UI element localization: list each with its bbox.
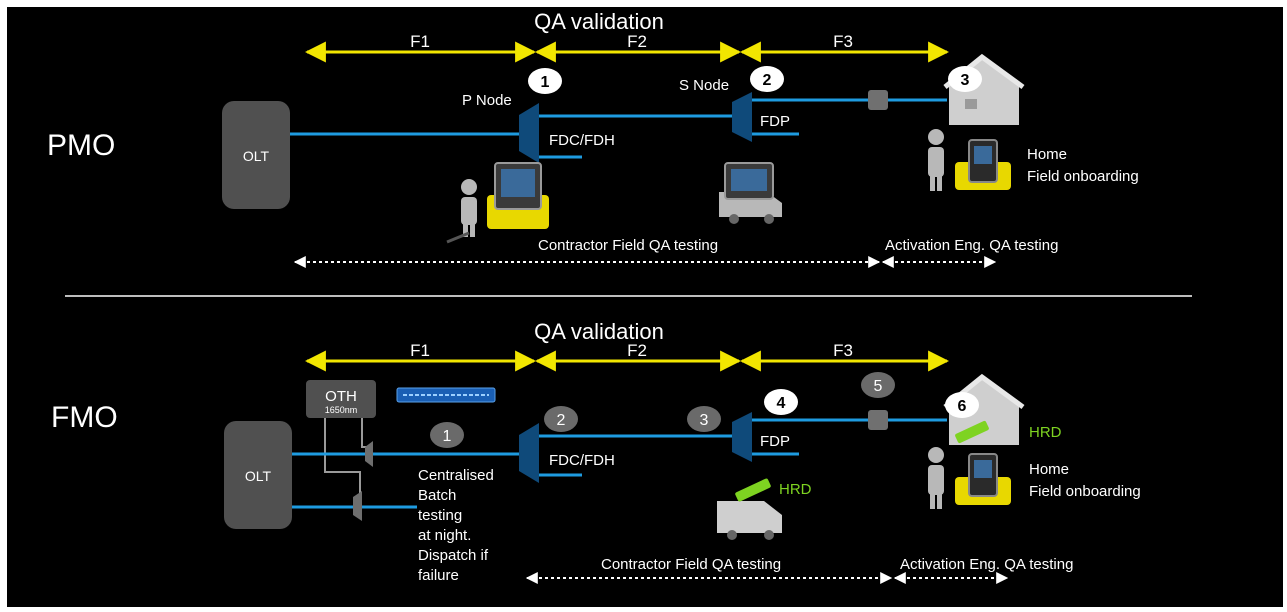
pmo-olt-label: OLT <box>243 148 270 164</box>
svg-text:Centralised: Centralised <box>418 467 494 484</box>
pmo-contractor-label: Contractor Field QA testing <box>538 237 718 254</box>
fmo-coupler-1 <box>365 441 373 467</box>
pmo-f3-label: F3 <box>833 32 853 51</box>
person-icon <box>928 447 944 509</box>
pmo-s-node-label: S Node <box>679 77 729 94</box>
fmo-centralised-note: Centralised Batch testing at night. Disp… <box>418 467 494 584</box>
svg-text:4: 4 <box>777 395 786 412</box>
hrd-device-icon <box>955 420 989 444</box>
fmo-qa-header: QA validation <box>534 319 664 344</box>
pmo-field-onboarding-label: Field onboarding <box>1027 168 1139 185</box>
pmo-fdc-label: FDC/FDH <box>549 132 615 149</box>
svg-text:1: 1 <box>443 428 452 445</box>
fmo-fdc-label: FDC/FDH <box>549 452 615 469</box>
pmo-marker-3 <box>948 66 982 92</box>
fmo-fdp-label: FDP <box>760 433 790 450</box>
pmo-home-label: Home <box>1027 146 1067 163</box>
fmo-coupler-2 <box>353 491 362 521</box>
pmo-qa-header: QA validation <box>534 9 664 34</box>
person-icon <box>446 179 477 244</box>
pmo-marker-1 <box>528 68 562 94</box>
fmo-s-node <box>732 412 752 462</box>
pmo-activation-label: Activation Eng. QA testing <box>885 237 1058 254</box>
svg-text:6: 6 <box>958 398 967 415</box>
svg-text:2: 2 <box>763 72 772 89</box>
pmo-closure <box>868 90 888 110</box>
pmo-fiber-lines <box>290 98 947 159</box>
fmo-oth-label: OTH <box>325 388 357 405</box>
fmo-f1-label: F1 <box>410 341 430 360</box>
pmo-section: PMO QA validation F1 F2 F3 OLT P Node FD… <box>47 9 1139 268</box>
fmo-field-onboarding-label: Field onboarding <box>1029 483 1141 500</box>
fmo-f3-label: F3 <box>833 341 853 360</box>
fmo-olt-label: OLT <box>245 468 272 484</box>
pmo-marker-2 <box>750 66 784 92</box>
svg-text:Dispatch if: Dispatch if <box>418 547 489 564</box>
pmo-olt-box <box>222 101 290 209</box>
fmo-test-leads <box>324 418 367 497</box>
pmo-p-node <box>519 103 539 163</box>
fmo-section: FMO QA validation F1 F2 F3 OLT OTH 1650n… <box>51 319 1141 584</box>
fmo-label: FMO <box>51 401 118 434</box>
fmo-marker-6 <box>945 392 979 418</box>
van-icon <box>717 501 782 540</box>
house-icon <box>943 53 1025 125</box>
svg-text:2: 2 <box>557 412 566 429</box>
test-set-icon <box>955 453 1011 505</box>
fmo-f2-label: F2 <box>627 341 647 360</box>
fmo-marker-2 <box>544 406 578 432</box>
test-set-icon <box>955 139 1011 190</box>
fmo-van-hrd-label: HRD <box>779 481 812 498</box>
fmo-home-hrd-label: HRD <box>1029 424 1062 441</box>
fmo-fiber-lines <box>292 418 947 509</box>
fmo-closure <box>868 410 888 430</box>
fmo-home-label: Home <box>1029 461 1069 478</box>
svg-text:failure: failure <box>418 567 459 584</box>
pmo-f1-label: F1 <box>410 32 430 51</box>
fmo-olt-box <box>224 421 292 529</box>
pmo-p-node-label: P Node <box>462 92 512 109</box>
fmo-p-node <box>519 423 539 483</box>
svg-text:3: 3 <box>700 412 709 429</box>
hrd-device-icon <box>735 478 771 502</box>
fmo-marker-4 <box>764 389 798 415</box>
svg-text:Batch: Batch <box>418 487 456 504</box>
rack-icon <box>396 387 496 403</box>
svg-text:3: 3 <box>961 72 970 89</box>
svg-text:5: 5 <box>874 378 883 395</box>
fmo-contractor-label: Contractor Field QA testing <box>601 556 781 573</box>
svg-text:at night.: at night. <box>418 527 471 544</box>
test-set-icon <box>487 162 549 229</box>
svg-text:1: 1 <box>541 74 550 91</box>
fmo-oth-box <box>306 380 376 418</box>
diagram-canvas: PMO QA validation F1 F2 F3 OLT P Node FD… <box>7 7 1283 607</box>
pmo-f2-label: F2 <box>627 32 647 51</box>
fmo-marker-3 <box>687 406 721 432</box>
van-icon <box>719 162 782 224</box>
fmo-marker-5 <box>861 372 895 398</box>
pmo-label: PMO <box>47 129 115 162</box>
fmo-oth-wavelength: 1650nm <box>325 405 358 415</box>
svg-text:testing: testing <box>418 507 462 524</box>
fmo-marker-1 <box>430 422 464 448</box>
pmo-fdp-label: FDP <box>760 113 790 130</box>
pmo-s-node <box>732 92 752 142</box>
fmo-activation-label: Activation Eng. QA testing <box>900 556 1073 573</box>
person-icon <box>928 129 944 191</box>
